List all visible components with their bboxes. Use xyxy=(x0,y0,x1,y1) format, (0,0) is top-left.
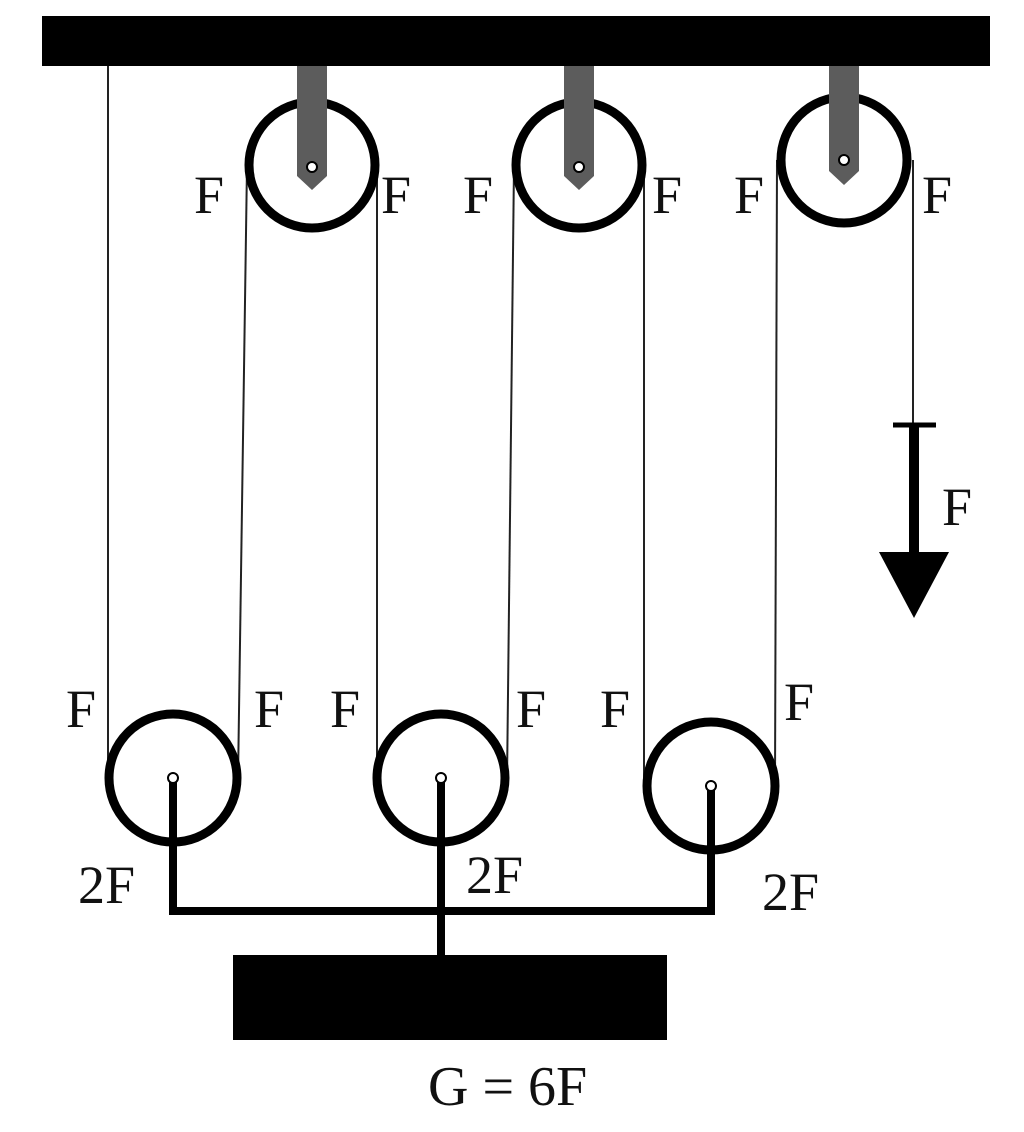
rope-segments xyxy=(107,66,914,789)
label-bottom-pulley-2-left: F xyxy=(330,679,360,739)
top-pulley-3 xyxy=(776,66,912,228)
label-bottom-pulley-1-right: F xyxy=(254,679,284,739)
top-pulley-2-bracket xyxy=(564,66,594,190)
label-bottom-pulley-3-right: F xyxy=(784,672,814,732)
top-pulley-1 xyxy=(244,66,380,233)
label-weight: G = 6F xyxy=(428,1056,587,1118)
bottom-pulley-2 xyxy=(372,709,510,955)
bottom-pulley-3-axle xyxy=(705,780,717,792)
label-top-pulley-3-right: F xyxy=(922,165,952,225)
top-pulley-2 xyxy=(511,66,647,233)
bottom-pulley-2-axle xyxy=(435,772,447,784)
label-bottom-pulley-1-load: 2F xyxy=(78,855,135,915)
label-pull-force: F xyxy=(942,477,972,537)
top-pulley-2-axle xyxy=(573,161,585,173)
rope-bottom-pulley-3-to-top-pulley-3 xyxy=(774,159,778,789)
top-pulley-3-bracket xyxy=(829,66,859,185)
label-top-pulley-2-right: F xyxy=(652,165,682,225)
label-top-pulley-1-right: F xyxy=(381,165,411,225)
label-top-pulley-3-left: F xyxy=(734,165,764,225)
label-bottom-pulley-2-load: 2F xyxy=(466,845,523,905)
rope-bottom-pulley-2-to-top-pulley-2 xyxy=(506,164,515,783)
top-pulley-3-axle xyxy=(838,154,850,166)
label-top-pulley-1-left: F xyxy=(194,165,224,225)
bottom-pulley-3 xyxy=(642,717,780,911)
pull-force-arrowhead xyxy=(879,552,949,618)
label-bottom-pulley-3-load: 2F xyxy=(762,862,819,922)
label-top-pulley-2-left: F xyxy=(463,165,493,225)
label-bottom-pulley-2-right: F xyxy=(516,679,546,739)
ceiling-beam xyxy=(42,16,990,66)
top-pulley-1-axle xyxy=(306,161,318,173)
label-bottom-pulley-3-left: F xyxy=(600,679,630,739)
force-labels: F F F F F F F F F F F F F 2F 2F 2F G = 6… xyxy=(66,165,972,1118)
weight-block xyxy=(233,955,667,1040)
rope-bottom-pulley-1-to-top-pulley-1 xyxy=(237,164,248,781)
top-pulley-1-bracket xyxy=(297,66,327,190)
pull-force-arrow xyxy=(879,422,949,618)
bottom-pulley-1-axle xyxy=(167,772,179,784)
bottom-pulley-1 xyxy=(104,709,242,911)
label-bottom-pulley-1-left: F xyxy=(66,679,96,739)
